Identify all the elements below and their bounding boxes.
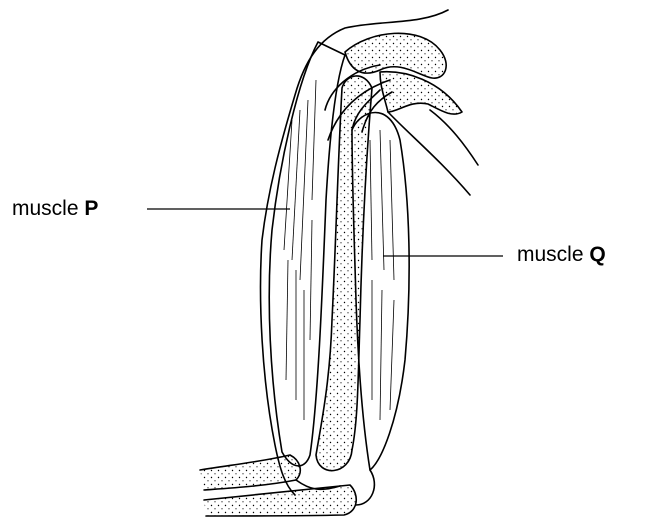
label-q-letter: Q [589, 243, 605, 266]
forearm-bone-upper [200, 455, 300, 490]
forearm-bone-lower [204, 485, 356, 516]
label-p-letter: P [84, 197, 98, 220]
label-muscle-q: muscle Q [517, 244, 606, 265]
label-p-word: muscle [12, 197, 79, 220]
label-muscle-p: muscle P [12, 198, 98, 219]
scapula [380, 72, 462, 114]
label-q-word: muscle [517, 243, 584, 266]
humerus-bone [316, 76, 372, 471]
